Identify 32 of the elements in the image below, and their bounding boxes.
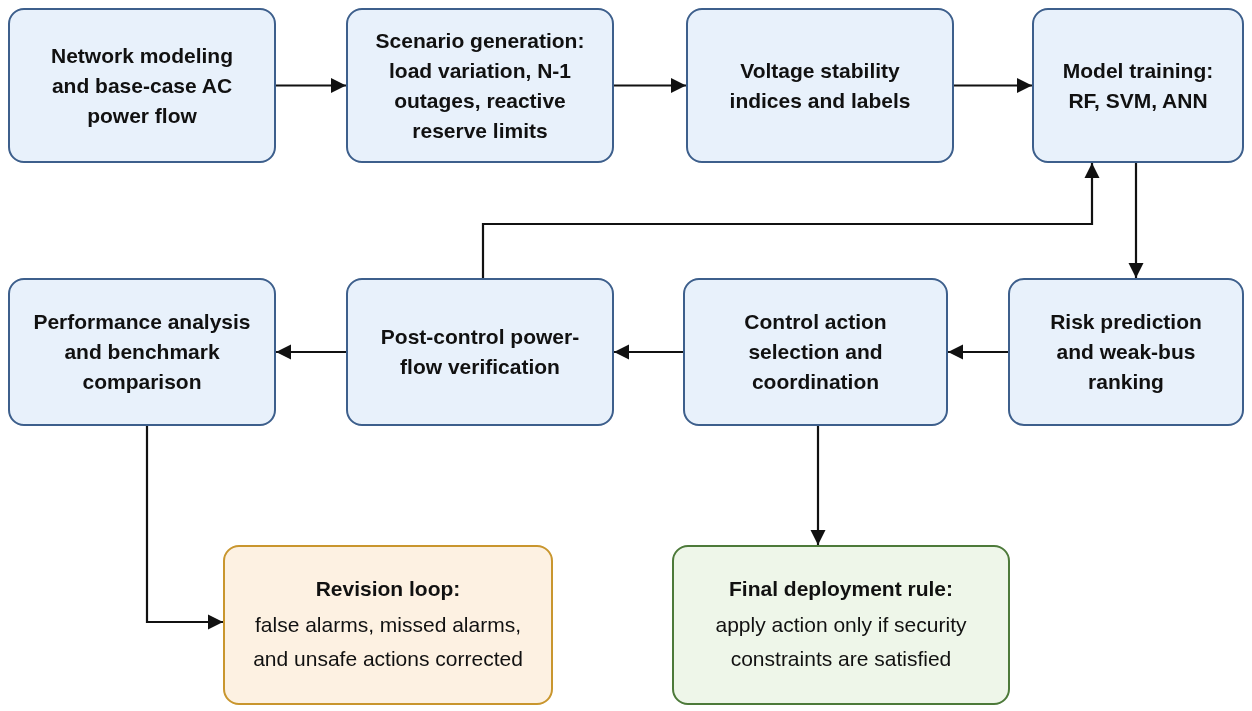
process-box [8, 278, 276, 426]
process-box [346, 278, 614, 426]
box-heading: Final deployment rule: [729, 576, 953, 602]
box-text: Model training: RF, SVM, ANN [1061, 57, 1215, 114]
arrow [948, 344, 1008, 360]
box-heading: Revision loop: [315, 576, 461, 602]
box-text: Network modeling and base-case AC power flow [50, 42, 234, 129]
arrow [614, 344, 683, 360]
arrow [481, 163, 1100, 278]
box-text: apply action only if security constraints are satisfied [714, 612, 968, 672]
arrow [1128, 163, 1144, 278]
box-text: false alarms, missed alarms, and unsafe actions corrected [252, 612, 524, 672]
process-box [686, 8, 954, 163]
process-box [223, 545, 553, 705]
arrow [276, 77, 346, 94]
box-text: Scenario generation: load variation, N-1 outages, reactive reserve limits [374, 27, 586, 144]
process-box [672, 545, 1010, 705]
arrow [954, 77, 1032, 94]
arrow [614, 77, 686, 94]
box-text: Performance analysis and benchmark comparison [32, 309, 252, 395]
process-box [346, 8, 614, 163]
process-box [8, 8, 276, 163]
arrow [276, 344, 346, 360]
box-text: Risk prediction and weak-bus ranking [1049, 309, 1203, 395]
process-box [1008, 278, 1244, 426]
process-box [1032, 8, 1244, 163]
box-text: Control action selection and coordination [743, 309, 888, 395]
arrow [810, 426, 826, 545]
process-box [683, 278, 948, 426]
arrow [145, 426, 223, 630]
box-text: Voltage stability indices and labels [728, 57, 912, 114]
box-text: Post-control power-flow verification [379, 324, 581, 380]
